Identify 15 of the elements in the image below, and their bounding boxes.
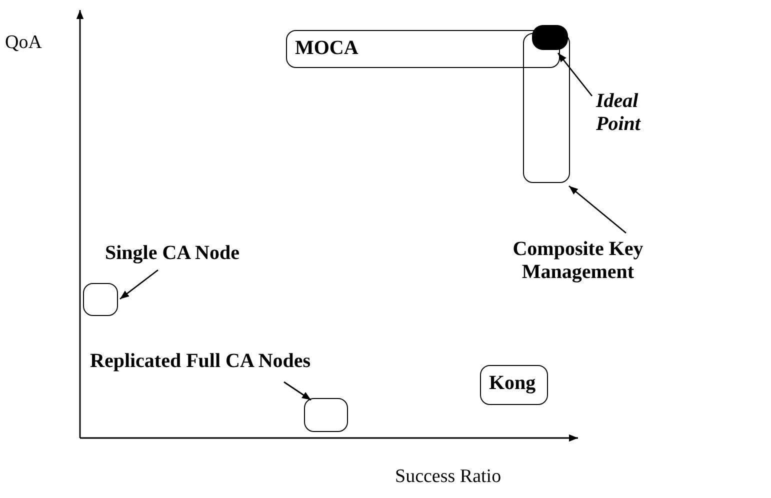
scheme-box <box>523 33 570 183</box>
annotation-text: Replicated Full CA Nodes <box>90 350 420 376</box>
annotation-text: Composite Key Management <box>496 238 660 300</box>
leader-arrow <box>557 52 593 96</box>
leader-arrow <box>568 185 626 234</box>
ideal-point-marker <box>532 25 568 50</box>
leader-arrow <box>120 269 158 300</box>
annotation-text: Single CA Node <box>105 242 285 268</box>
x-axis-label: Success Ratio <box>395 466 502 488</box>
annotation-text: Ideal Point <box>596 90 660 140</box>
scheme-box <box>304 398 348 432</box>
scheme-box: Kong <box>480 365 548 405</box>
leader-arrow <box>284 381 312 401</box>
scheme-box <box>83 283 118 316</box>
y-axis-label: QoA <box>5 32 42 54</box>
